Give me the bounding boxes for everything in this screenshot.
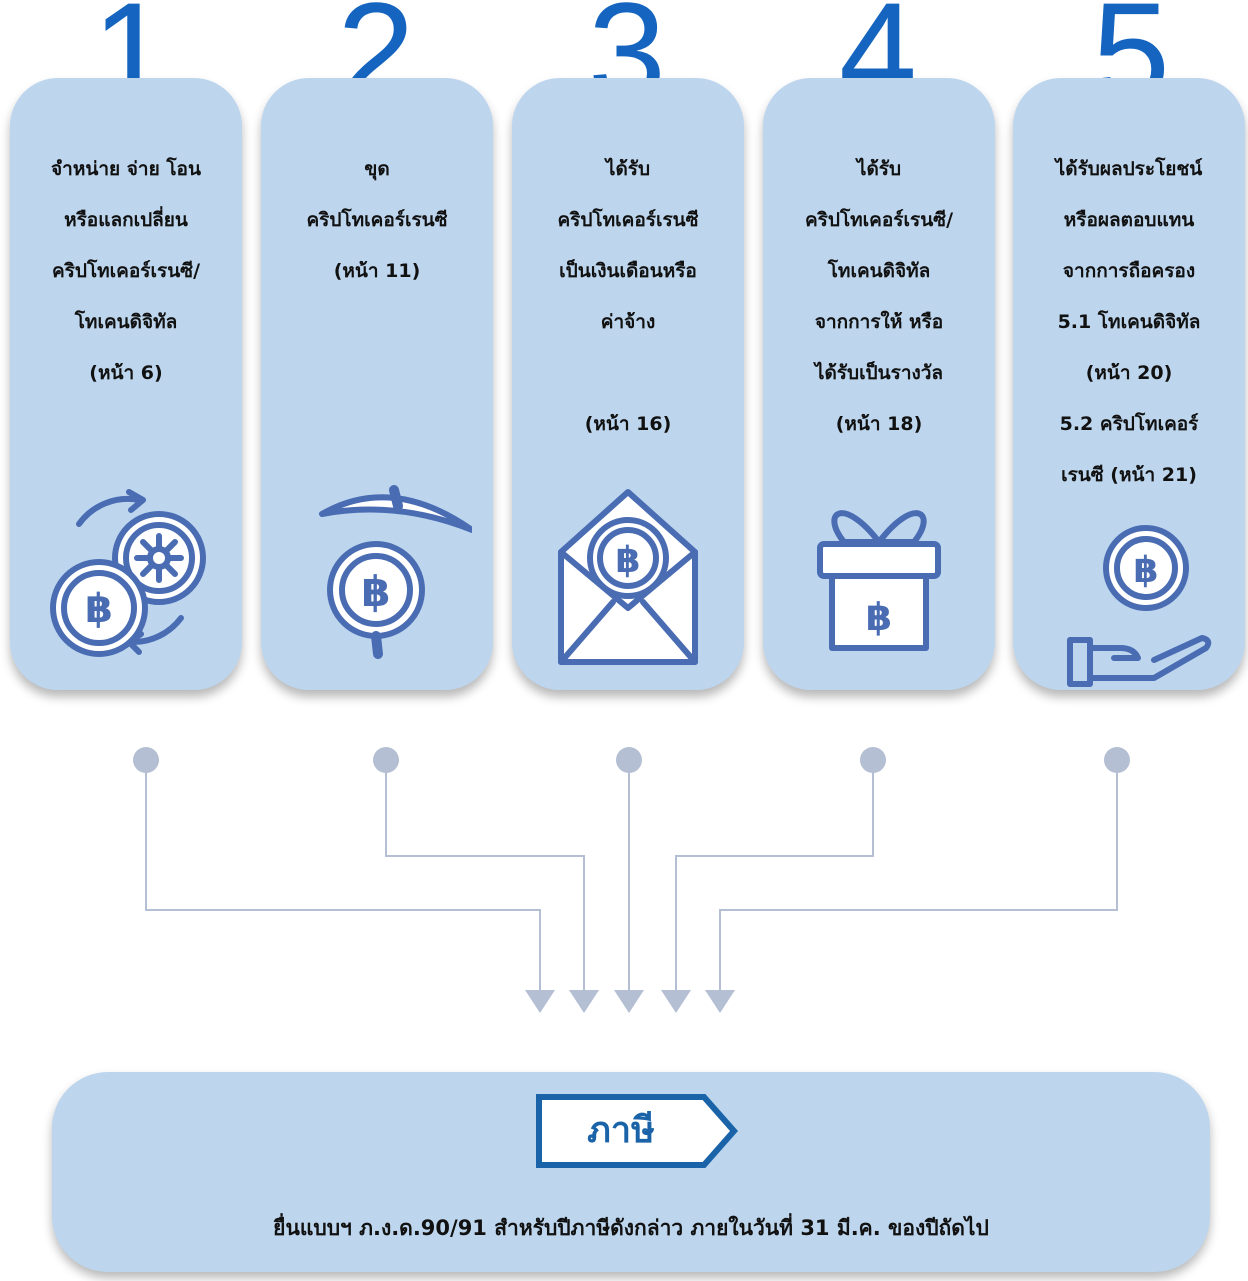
connector-dot-4: [860, 747, 886, 773]
svg-text:฿: ฿: [866, 595, 892, 639]
envelope-coin-icon: ฿: [558, 489, 698, 665]
connector-dot-5: [1104, 747, 1130, 773]
step-card-text: จำหน่าย จ่าย โอน หรือแลกเปลี่ยน คริปโทเค…: [51, 158, 201, 384]
step-card-1: จำหน่าย จ่าย โอน หรือแลกเปลี่ยน คริปโทเค…: [10, 78, 242, 690]
step-card-text: ได้รับ คริปโทเคอร์เรนซี เป็นเงินเดือนหรื…: [557, 158, 699, 435]
tax-label: ภาษี: [587, 1110, 655, 1151]
step-card-5: ได้รับผลประโยชน์ หรือผลตอบแทน จากการถือค…: [1013, 78, 1245, 690]
step-card-text: ได้รับผลประโยชน์ หรือผลตอบแทน จากการถือค…: [1055, 158, 1203, 486]
connector-dot-2: [373, 747, 399, 773]
crypto-exchange-icon: ฿: [50, 489, 206, 657]
step-card-text: ขุด คริปโทเคอร์เรนซี (หน้า 11): [306, 158, 448, 282]
svg-text:฿: ฿: [1133, 550, 1158, 591]
svg-text:฿: ฿: [361, 567, 390, 616]
hand-coin-icon: ฿: [1067, 525, 1212, 687]
step-card-text: ได้รับ คริปโทเคอร์เรนซี/ โทเคนดิจิทัล จา…: [804, 158, 954, 435]
svg-text:฿: ฿: [85, 586, 113, 632]
tax-panel: ภาษี ยื่นแบบฯ ภ.ง.ด.90/91 สำหรับปีภาษีดั…: [52, 1072, 1210, 1272]
arrowheads: [525, 990, 735, 1013]
step-card-4: ได้รับ คริปโทเคอร์เรนซี/ โทเคนดิจิทัล จา…: [763, 78, 995, 690]
connector-dot-1: [133, 747, 159, 773]
step-card-2: ขุด คริปโทเคอร์เรนซี (หน้า 11) ฿: [261, 78, 493, 690]
svg-text:฿: ฿: [615, 540, 640, 581]
connector-dot-3: [616, 747, 642, 773]
tax-badge: ภาษี: [536, 1094, 756, 1168]
tax-filing-note: ยื่นแบบฯ ภ.ง.ด.90/91 สำหรับปีภาษีดังกล่า…: [273, 1216, 989, 1240]
step-card-3: ได้รับ คริปโทเคอร์เรนซี เป็นเงินเดือนหรื…: [512, 78, 744, 690]
pickaxe-coin-icon: ฿: [319, 485, 472, 659]
gift-coin-icon: ฿: [817, 510, 941, 651]
